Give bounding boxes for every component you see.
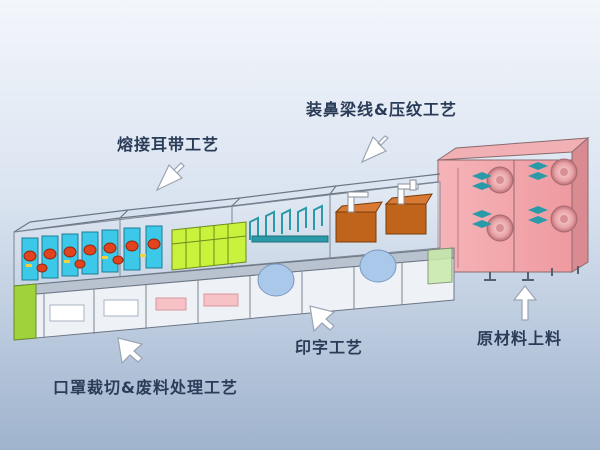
ink-drum	[257, 263, 295, 297]
arrow-nose-wire	[360, 135, 389, 164]
mask-forming-station	[171, 221, 247, 271]
arrow-raw-material	[512, 285, 538, 321]
material-roll	[486, 214, 514, 242]
guide-blades	[472, 162, 548, 228]
label-cutting-waste: 口罩裁切&废料处理工艺	[53, 378, 238, 397]
welding-stations	[21, 225, 163, 281]
material-roll	[550, 158, 578, 186]
printing-station	[249, 204, 329, 243]
material-roll	[550, 205, 578, 233]
callout-arrows	[117, 135, 538, 365]
arrow-cutting	[117, 337, 144, 365]
ink-drum	[359, 249, 397, 283]
cabinet-legs	[484, 266, 579, 281]
raw-material-cabinet	[436, 136, 590, 281]
label-nose-wire-embossing: 装鼻梁线&压纹工艺	[306, 100, 457, 119]
arrow-printing	[309, 305, 336, 333]
label-ear-loop-welding: 熔接耳带工艺	[117, 135, 220, 154]
nose-wire-station	[334, 179, 433, 243]
arrow-welding	[155, 162, 185, 192]
material-roll	[486, 166, 514, 194]
label-raw-material-feed: 原材料上料	[477, 329, 563, 348]
label-printing: 印字工艺	[295, 338, 364, 357]
